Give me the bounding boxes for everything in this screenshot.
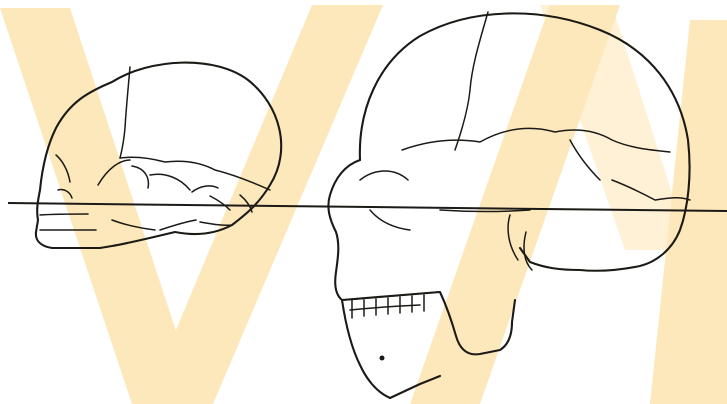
skull-comparison-figure: [0, 0, 727, 404]
figure-canvas: [0, 0, 727, 404]
